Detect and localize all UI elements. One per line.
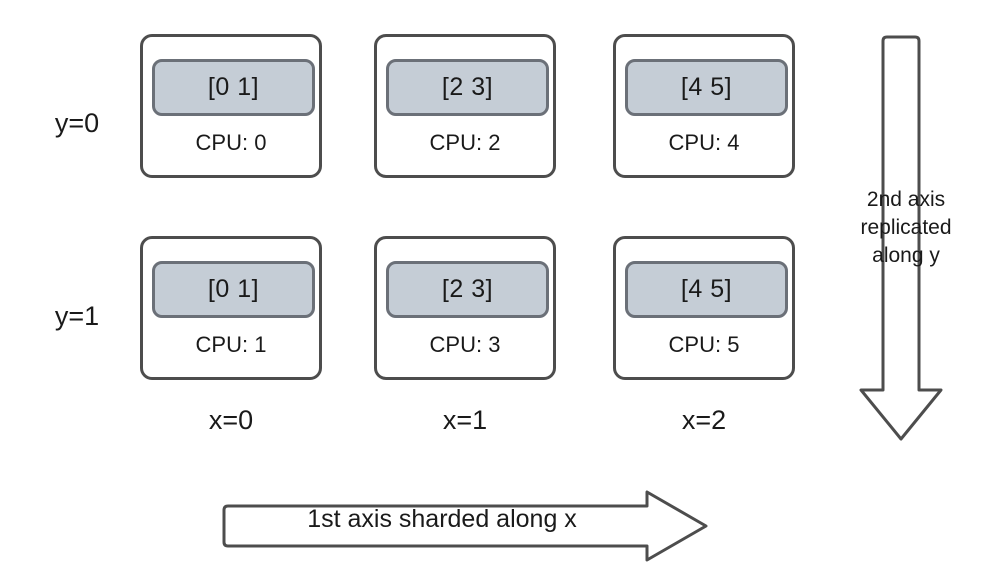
row-label-y0: y=0 [54,108,100,138]
vertical-axis-arrow [859,35,943,441]
horizontal-axis-arrow [222,490,708,562]
shard-label: [4 5] [680,275,733,303]
shard-chip-cpu-3: [2 3] [386,261,549,318]
col-label-x0: x=0 [208,405,254,435]
shard-label: [2 3] [441,275,494,303]
col-label-x1: x=1 [442,405,488,435]
device-cpu-2[interactable]: [2 3] CPU: 2 [374,34,556,178]
row-label-y1: y=1 [54,301,100,331]
device-cpu-0[interactable]: [0 1] CPU: 0 [140,34,322,178]
down-arrow-icon [859,35,943,441]
shard-label: [0 1] [207,73,260,101]
shard-chip-cpu-5: [4 5] [625,261,788,318]
right-arrow-icon [222,490,708,562]
cpu-label: CPU: 4 [668,130,740,155]
shard-label: [2 3] [441,73,494,101]
cpu-label: CPU: 2 [429,130,501,155]
col-label-x2: x=2 [681,405,727,435]
cpu-label: CPU: 5 [668,332,740,357]
shard-label: [4 5] [680,73,733,101]
device-cpu-3[interactable]: [2 3] CPU: 3 [374,236,556,380]
cpu-label: CPU: 0 [195,130,267,155]
shard-chip-cpu-2: [2 3] [386,59,549,116]
shard-chip-cpu-4: [4 5] [625,59,788,116]
device-cpu-1[interactable]: [0 1] CPU: 1 [140,236,322,380]
cpu-label: CPU: 3 [429,332,501,357]
horizontal-axis-arrow-label: 1st axis sharded along x [307,505,577,533]
shard-chip-cpu-0: [0 1] [152,59,315,116]
shard-chip-cpu-1: [0 1] [152,261,315,318]
vertical-axis-arrow-label: 2nd axis replicated along y [860,188,952,267]
shard-label: [0 1] [207,275,260,303]
cpu-label: CPU: 1 [195,332,267,357]
device-cpu-5[interactable]: [4 5] CPU: 5 [613,236,795,380]
device-cpu-4[interactable]: [4 5] CPU: 4 [613,34,795,178]
